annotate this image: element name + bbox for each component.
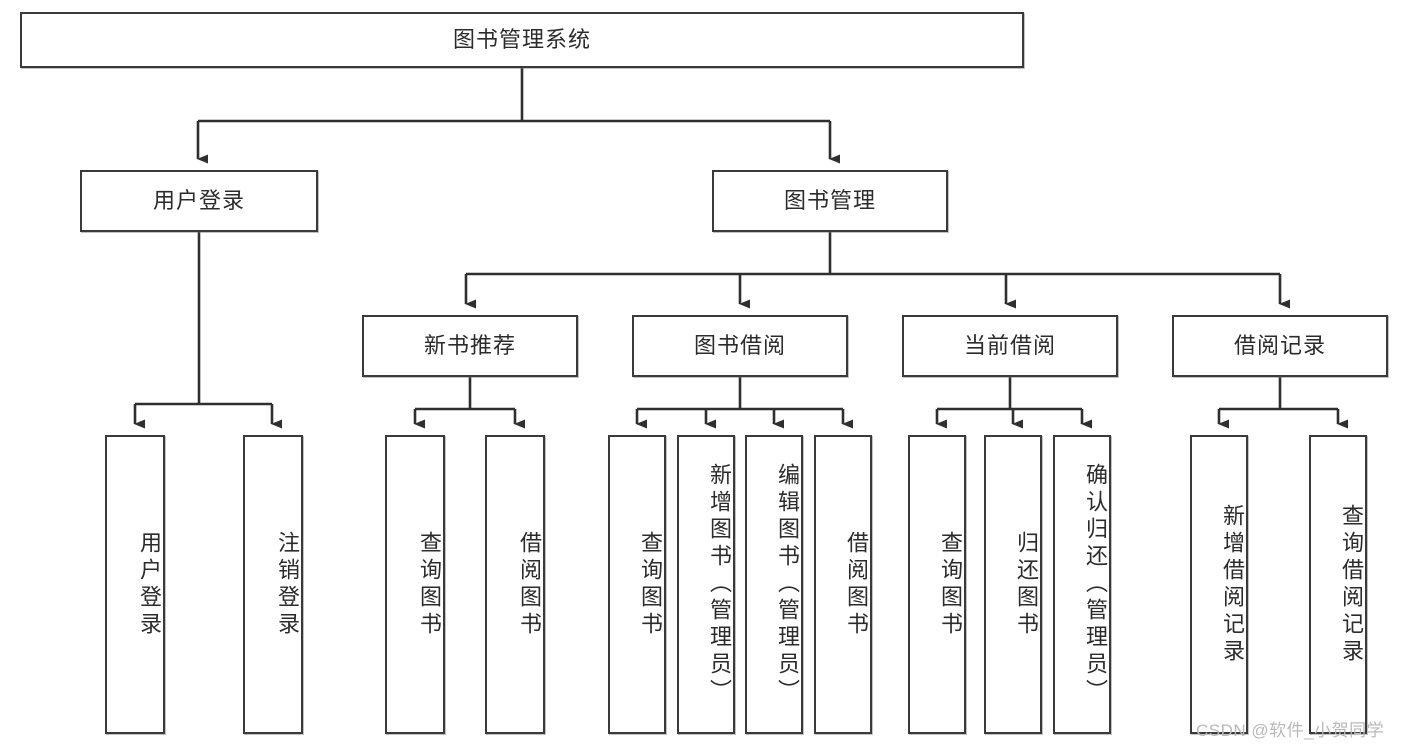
node-current-borrow[interactable]: 当前借阅 [902, 315, 1118, 377]
node-book-borrow-label: 图书借阅 [693, 332, 786, 358]
leaf-query-borrow-record[interactable]: 查询借阅记录 [1309, 435, 1367, 734]
leaf-borrow-book[interactable]: 借阅图书 [814, 435, 872, 734]
leaf-add-book-admin[interactable]: 新增图书（管理员） [677, 435, 735, 734]
node-user-login-label: 用户登录 [152, 187, 245, 213]
node-book-manage-label: 图书管理 [783, 187, 876, 213]
leaf-query-book-recommend[interactable]: 查询图书 [385, 435, 445, 734]
leaf-add-borrow-record-label: 新增借阅记录 [1220, 503, 1245, 666]
node-current-borrow-label: 当前借阅 [963, 332, 1056, 358]
leaf-query-book-recommend-label: 查询图书 [417, 530, 442, 639]
node-new-book-recommend[interactable]: 新书推荐 [362, 315, 578, 377]
node-user-login[interactable]: 用户登录 [80, 170, 318, 232]
leaf-logout-label: 注销登录 [275, 530, 300, 639]
node-book-manage[interactable]: 图书管理 [712, 170, 948, 232]
node-root-label: 图书管理系统 [452, 26, 591, 52]
node-root[interactable]: 图书管理系统 [20, 12, 1024, 68]
leaf-add-borrow-record[interactable]: 新增借阅记录 [1190, 435, 1248, 734]
node-book-borrow[interactable]: 图书借阅 [632, 315, 848, 377]
leaf-logout[interactable]: 注销登录 [243, 435, 303, 734]
leaf-query-book-borrow[interactable]: 查询图书 [608, 435, 666, 734]
leaf-return-book[interactable]: 归还图书 [984, 435, 1042, 734]
leaf-user-login-label: 用户登录 [137, 530, 162, 639]
leaf-confirm-return-admin[interactable]: 确认归还（管理员） [1053, 435, 1111, 734]
leaf-borrow-book-label: 借阅图书 [844, 530, 869, 639]
node-borrow-record-label: 借阅记录 [1233, 332, 1326, 358]
leaf-borrow-book-recommend-label: 借阅图书 [517, 530, 542, 639]
leaf-query-book-current[interactable]: 查询图书 [908, 435, 966, 734]
node-new-book-recommend-label: 新书推荐 [423, 332, 516, 358]
leaf-add-book-admin-label: 新增图书（管理员） [707, 463, 732, 706]
leaf-user-login[interactable]: 用户登录 [105, 435, 165, 734]
csdn-watermark: CSDN @软件_小贺同学 [1196, 721, 1385, 740]
leaf-return-book-label: 归还图书 [1014, 530, 1039, 639]
node-borrow-record[interactable]: 借阅记录 [1172, 315, 1388, 377]
leaf-query-book-current-label: 查询图书 [938, 530, 963, 639]
leaf-edit-book-admin-label: 编辑图书（管理员） [775, 463, 800, 706]
leaf-confirm-return-admin-label: 确认归还（管理员） [1083, 463, 1108, 706]
leaf-edit-book-admin[interactable]: 编辑图书（管理员） [745, 435, 803, 734]
leaf-query-borrow-record-label: 查询借阅记录 [1339, 503, 1364, 666]
leaf-query-book-borrow-label: 查询图书 [638, 530, 663, 639]
leaf-borrow-book-recommend[interactable]: 借阅图书 [485, 435, 545, 734]
